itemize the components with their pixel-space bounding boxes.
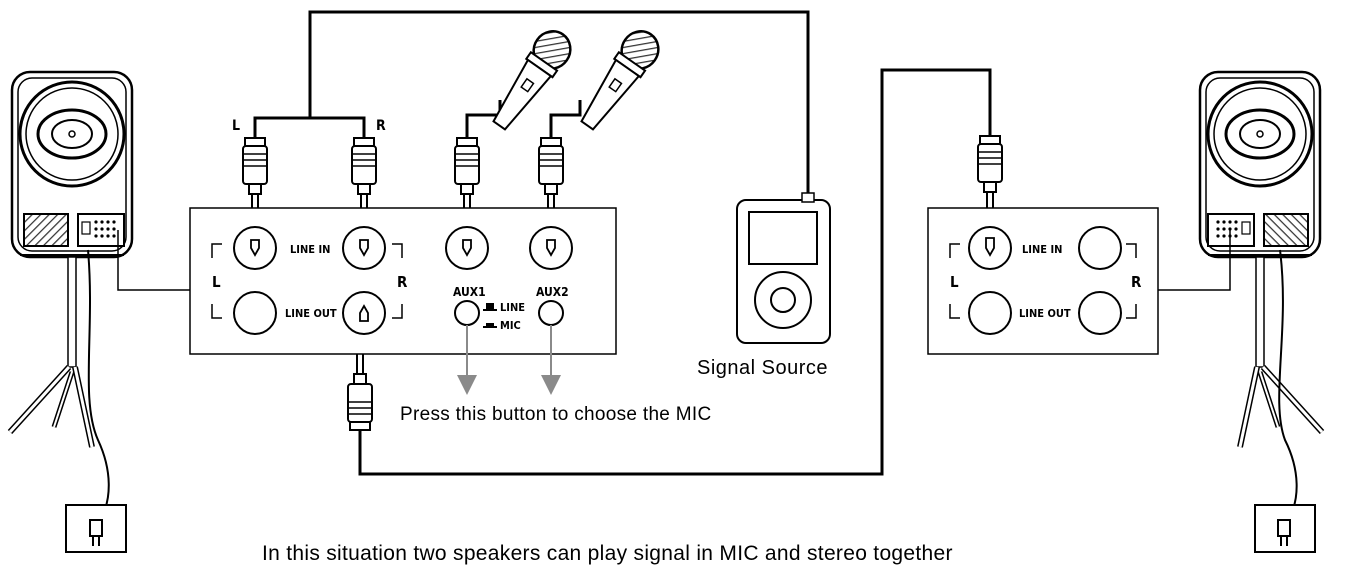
right-line-in-plug (977, 135, 1003, 219)
left-speaker-link (117, 230, 190, 291)
aux2-mic-switch[interactable] (538, 300, 564, 326)
left-input-panel (189, 207, 617, 355)
signal-source-player-icon (736, 192, 831, 344)
switch-line-label: LINE (500, 301, 525, 314)
aux2-label: AUX2 (536, 285, 569, 299)
right-line-out-label: LINE OUT (1019, 307, 1071, 320)
signal-source-label: Signal Source (697, 357, 828, 379)
mic-button-arrows (457, 325, 561, 395)
aux1-label: AUX1 (453, 285, 486, 299)
cable-left-label: L (232, 118, 240, 134)
right-speaker (1200, 72, 1322, 447)
right-channel-label: R (397, 273, 408, 291)
line-in-label: LINE IN (290, 243, 330, 256)
right-panel-right-label: R (1131, 273, 1142, 291)
right-line-in-label: LINE IN (1022, 243, 1062, 256)
diagram-caption: In this situation two speakers can play … (262, 542, 953, 565)
cables (253, 10, 992, 476)
microphone-2-icon (571, 22, 667, 137)
cable-right-label: R (376, 118, 386, 134)
right-speaker-link (1158, 230, 1231, 291)
line-out-label: LINE OUT (285, 307, 337, 320)
left-speaker (10, 72, 132, 447)
line-out-plug (347, 347, 373, 431)
left-power-cord (65, 249, 127, 553)
right-panel-labels: LINE IN LINE OUT L R (950, 243, 1142, 320)
microphone-1-icon (483, 22, 579, 137)
left-channel-label: L (212, 273, 221, 291)
switch-mic-label: MIC (500, 319, 521, 332)
right-power-cord (1254, 249, 1316, 553)
right-input-panel (927, 207, 1159, 355)
mic-button-note: Press this button to choose the MIC (400, 404, 712, 425)
right-panel-left-label: L (950, 273, 959, 291)
left-panel-labels: LINE IN LINE OUT L R AUX1 AUX2 LINE MIC (212, 243, 569, 332)
aux1-mic-switch[interactable] (454, 300, 480, 326)
